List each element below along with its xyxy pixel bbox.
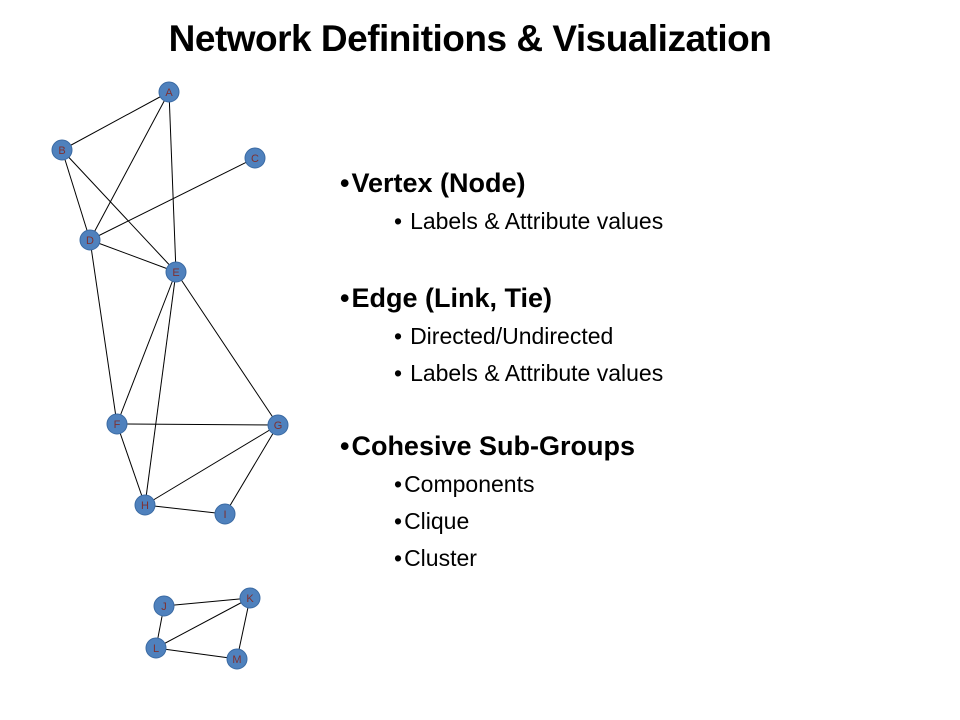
sub-item: • Labels & Attribute values <box>340 355 940 392</box>
node-e: E <box>165 261 187 283</box>
node-circle <box>51 139 73 161</box>
node-circle <box>79 229 101 251</box>
section-cohesive-sub-groups: •Cohesive Sub-Groups •Components •Clique… <box>340 426 940 577</box>
node-circle <box>134 494 156 516</box>
section-heading: •Cohesive Sub-Groups <box>340 426 940 466</box>
section-heading: •Vertex (Node) <box>340 163 940 203</box>
bullet-icon: • <box>394 508 403 534</box>
edge-a-d <box>89 91 170 241</box>
node-circle <box>239 587 261 609</box>
edge-j-k <box>163 597 251 607</box>
node-label: J <box>161 601 167 613</box>
node-c: C <box>244 147 266 169</box>
heading-text: Cohesive Sub-Groups <box>351 431 635 461</box>
node-circle <box>153 595 175 617</box>
node-j: J <box>153 595 175 617</box>
sub-item-text: Components <box>404 471 535 497</box>
edge-a-e <box>168 91 177 273</box>
bullet-icon: • <box>394 545 403 571</box>
network-graph: A B C D E F G H I J K L M <box>51 81 289 670</box>
node-k: K <box>239 587 261 609</box>
edge-f-g <box>116 423 279 426</box>
sub-item: •Components <box>340 466 940 503</box>
node-d: D <box>79 229 101 251</box>
edge-k-l <box>155 597 251 649</box>
edge-d-e <box>89 239 177 273</box>
node-h: H <box>134 494 156 516</box>
edge-h-i <box>144 504 226 515</box>
heading-text: Edge (Link, Tie) <box>351 283 552 313</box>
node-label: K <box>246 593 254 605</box>
edge-b-d <box>61 149 91 241</box>
edge-e-h <box>144 271 177 506</box>
node-circle <box>158 81 180 103</box>
node-i: I <box>214 503 236 525</box>
bullet-icon: • <box>340 168 350 198</box>
node-circle <box>165 261 187 283</box>
bullet-icon: • <box>340 283 350 313</box>
bullet-list: •Vertex (Node) •Labels & Attribute value… <box>340 163 940 577</box>
node-circle <box>267 414 289 436</box>
sub-item-text: Cluster <box>404 545 477 571</box>
section-heading: •Edge (Link, Tie) <box>340 278 940 318</box>
edge-c-d <box>89 157 256 241</box>
edge-e-f <box>116 271 177 425</box>
node-label: E <box>172 267 179 279</box>
slide-title: Network Definitions & Visualization <box>168 18 772 59</box>
node-l: L <box>145 637 167 659</box>
section-edge: •Edge (Link, Tie) •Directed/Undirected •… <box>340 278 940 392</box>
node-a: A <box>158 81 180 103</box>
edge-e-g <box>175 271 279 426</box>
sub-item: •Clique <box>340 503 940 540</box>
node-circle <box>106 413 128 435</box>
section-vertex: •Vertex (Node) •Labels & Attribute value… <box>340 163 940 240</box>
edge-l-m <box>155 647 238 660</box>
node-circle <box>244 147 266 169</box>
node-label: L <box>153 643 159 655</box>
sub-item-text: Labels & Attribute values <box>410 208 664 234</box>
edge-g-i <box>224 424 279 515</box>
node-label: D <box>86 235 94 247</box>
node-label: I <box>223 509 226 521</box>
node-label: M <box>232 654 241 666</box>
edge-b-e <box>61 149 177 273</box>
sub-item: •Cluster <box>340 540 940 577</box>
bullet-icon: • <box>394 360 403 386</box>
node-label: G <box>274 420 283 432</box>
sub-item: • Labels & Attribute values <box>340 203 940 240</box>
bullet-icon: • <box>394 208 403 234</box>
node-label: F <box>114 419 121 431</box>
node-m: M <box>226 648 248 670</box>
node-f: F <box>106 413 128 435</box>
node-label: B <box>58 145 65 157</box>
sub-item-text: Clique <box>404 508 470 534</box>
bullet-icon: • <box>394 471 403 497</box>
sub-item-text: Labels & Attribute values <box>410 360 664 386</box>
node-label: A <box>165 87 173 99</box>
bullet-icon: • <box>340 431 350 461</box>
node-circle <box>226 648 248 670</box>
edge-a-b <box>61 91 170 151</box>
edge-d-f <box>89 239 118 425</box>
bullet-icon: • <box>394 323 403 349</box>
nodes-layer: A B C D E F G H I J K L M <box>51 81 289 670</box>
edge-f-h <box>116 423 146 506</box>
node-circle <box>145 637 167 659</box>
node-g: G <box>267 414 289 436</box>
edges-layer <box>61 91 279 660</box>
heading-text: Vertex (Node) <box>351 168 526 198</box>
node-label: H <box>141 500 149 512</box>
sub-item: • Directed/Undirected <box>340 318 940 355</box>
node-circle <box>214 503 236 525</box>
node-b: B <box>51 139 73 161</box>
sub-item-text: Directed/Undirected <box>410 323 614 349</box>
node-label: C <box>251 153 259 165</box>
edge-g-h <box>144 424 279 506</box>
